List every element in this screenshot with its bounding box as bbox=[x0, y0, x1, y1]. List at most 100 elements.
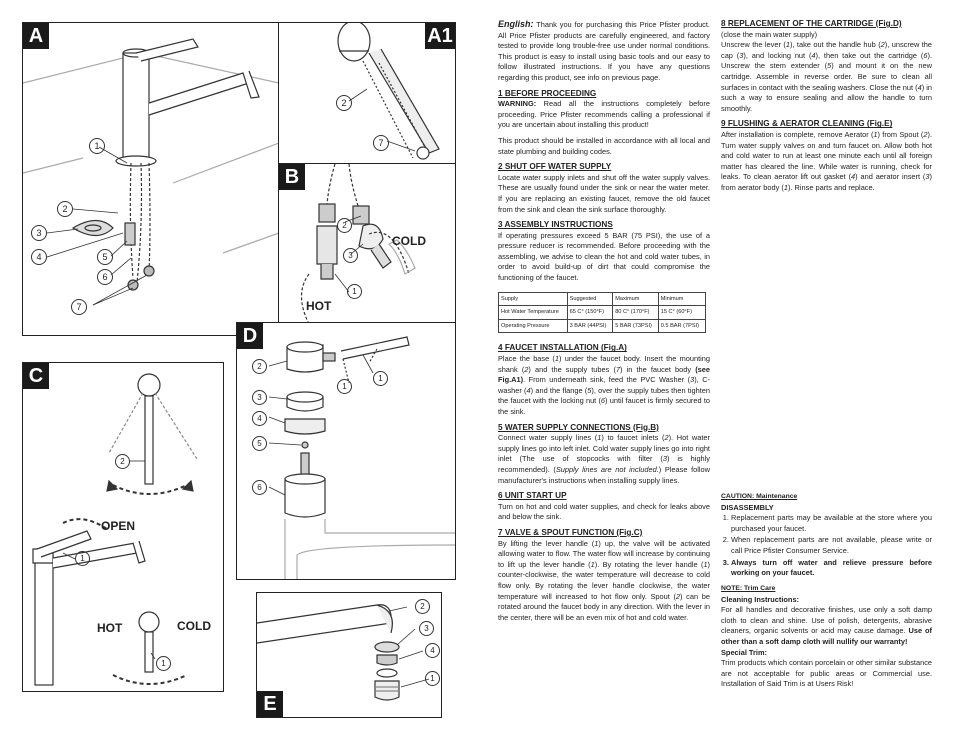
ref-number: 1 bbox=[703, 559, 708, 569]
callout-label: 2 bbox=[257, 362, 262, 371]
ref-number: 4 bbox=[526, 385, 531, 395]
ref-number: 2 bbox=[923, 129, 928, 139]
callout-label: 1 bbox=[378, 374, 383, 383]
hot-label: HOT bbox=[306, 299, 332, 313]
callout-label: 6 bbox=[102, 272, 108, 282]
spec-table: Supply Suggested Maximum Minimum Hot Wat… bbox=[498, 291, 707, 334]
ref-number: 7 bbox=[615, 364, 621, 374]
callout-label: 6 bbox=[257, 483, 262, 492]
figure-e-panel: E 2 3 4 1 bbox=[256, 592, 442, 718]
callout-d-3: 3 bbox=[252, 390, 267, 405]
cleaning-text: For all handles and decorative finishes,… bbox=[721, 605, 932, 647]
table-cell: 65 C° (150°F) bbox=[566, 305, 614, 320]
text-run: ) is highly recommended). ( bbox=[498, 454, 710, 474]
callout-label: 4 bbox=[430, 646, 435, 655]
callout-label: 2 bbox=[120, 457, 125, 466]
cold-label: COLD bbox=[177, 619, 211, 633]
ref-number: 3 bbox=[690, 375, 695, 385]
table-cell: Operating Pressure bbox=[498, 318, 568, 334]
callout-label: 4 bbox=[257, 414, 262, 423]
callout-d-6: 6 bbox=[252, 480, 267, 495]
callout-d-1b: 1 bbox=[373, 371, 388, 386]
section-9-text: After installation is complete, remove A… bbox=[721, 130, 932, 194]
callout-a-5: 5 bbox=[97, 249, 113, 265]
text-run: ) up, the valve will be activated allowi… bbox=[498, 538, 710, 569]
callout-label: 5 bbox=[102, 252, 108, 262]
callout-d-1a: 1 bbox=[337, 379, 352, 394]
ref-number: 4 bbox=[851, 172, 856, 182]
ref-number: 1 bbox=[590, 559, 595, 569]
callout-b-3: 3 bbox=[343, 248, 358, 263]
callout-label: 1 bbox=[352, 287, 357, 296]
table-header-row: Supply Suggested Maximum Minimum bbox=[498, 291, 707, 307]
figure-a1-label: A1 bbox=[425, 23, 455, 49]
text-run: ) can be rotated around the faucet body … bbox=[498, 591, 710, 622]
list-item: Always turn off water and relieve pressu… bbox=[731, 558, 932, 579]
figure-e-drawing bbox=[257, 604, 430, 701]
callout-e-4: 4 bbox=[425, 643, 440, 658]
figure-a1-panel: A1 2 7 bbox=[278, 22, 456, 166]
bold-run: Use of other than a soft damp cloth will… bbox=[721, 626, 932, 646]
ref-number: 2 bbox=[675, 591, 681, 601]
section-6-title: 6 UNIT START UP bbox=[498, 491, 567, 501]
callout-a-7: 7 bbox=[71, 299, 87, 315]
callout-d-4: 4 bbox=[252, 411, 267, 426]
callout-label: 3 bbox=[257, 393, 262, 402]
callout-d-2: 2 bbox=[252, 359, 267, 374]
callout-label: 2 bbox=[62, 204, 68, 214]
figure-c-drawing bbox=[32, 373, 198, 686]
intro-lead: English: bbox=[498, 19, 534, 29]
callout-label: 2 bbox=[342, 221, 347, 230]
section-2-text: Locate water supply inlets and shut off … bbox=[498, 172, 710, 214]
callout-c-2: 2 bbox=[115, 454, 130, 469]
callout-a1-2: 2 bbox=[336, 95, 352, 111]
figure-b-label: B bbox=[279, 164, 305, 190]
figure-e-label: E bbox=[257, 691, 283, 717]
callout-b-1: 1 bbox=[347, 284, 362, 299]
text-run: ) in such a way to ensure sealing and al… bbox=[721, 82, 932, 113]
table-row: Hot Water Temperature 65 C° (150°F) 80 C… bbox=[498, 305, 707, 320]
section-3-text: If operating pressures exceed 5 BAR (75 … bbox=[498, 230, 710, 283]
callout-label: 3 bbox=[36, 228, 42, 238]
table-header-cell: Minimum bbox=[657, 291, 707, 307]
callout-label: 7 bbox=[76, 302, 82, 312]
section-1-text: This product should be installed in acco… bbox=[498, 135, 710, 156]
bold-run: (see Fig.A1) bbox=[498, 364, 710, 385]
list-item: Replacement parts may be available at th… bbox=[731, 513, 932, 534]
table-cell: 15 C° (60°F) bbox=[657, 305, 707, 320]
callout-label: 2 bbox=[341, 98, 347, 108]
ref-number: 2 bbox=[664, 433, 669, 443]
text-run: For all handles and decorative finishes,… bbox=[721, 605, 932, 636]
ref-number: 1 bbox=[785, 40, 790, 50]
text-run: ) from Spout ( bbox=[877, 129, 924, 139]
ref-number: 6 bbox=[600, 396, 606, 406]
callout-e-2: 2 bbox=[415, 599, 430, 614]
section-7-title: 7 VALVE & SPOUT FUNCTION (Fig.C) bbox=[498, 527, 643, 537]
callout-label: 1 bbox=[161, 659, 166, 668]
figure-a1-drawing bbox=[337, 23, 440, 160]
text-run: ) and mount it on the new cartridge. Ass… bbox=[721, 61, 932, 92]
table-cell: 3 BAR (44PSI) bbox=[566, 318, 614, 334]
section-5-text: Connect water supply lines (1) to faucet… bbox=[498, 433, 710, 486]
figure-b-panel: B 2 3 1 COLD HOT bbox=[278, 163, 456, 335]
table-cell: 80 C° (170°F) bbox=[612, 305, 659, 320]
ref-number: 2 bbox=[524, 364, 529, 374]
table-header-cell: Supply bbox=[498, 291, 568, 307]
figure-c-panel: C 2 1 1 OPEN HOT COLD bbox=[22, 362, 224, 692]
text-run: ) and the supply tubes ( bbox=[528, 364, 616, 374]
text-run: ). Hot water supply lines go into left i… bbox=[498, 433, 710, 464]
callout-label: 4 bbox=[36, 252, 42, 262]
figure-b-drawing bbox=[300, 164, 416, 325]
ref-number: 4 bbox=[917, 82, 922, 92]
text-run: ), and locking nut ( bbox=[743, 50, 812, 60]
section-9-title: 9 FLUSHING & AERATOR CLEANING (Fig.E) bbox=[721, 119, 893, 129]
text-run: . From underneath sink, feed the PVC Was… bbox=[523, 375, 691, 385]
special-trim-subtitle: Special Trim: bbox=[721, 647, 768, 657]
text-run: ), unscrew the cap ( bbox=[721, 40, 932, 60]
section-1-warning: WARNING: Read all the instructions compl… bbox=[498, 99, 710, 131]
ref-number: 5 bbox=[827, 61, 832, 71]
intro-paragraph: English: Thank you for purchasing this P… bbox=[498, 19, 710, 84]
callout-a1-7: 7 bbox=[373, 135, 389, 151]
ref-number: 4 bbox=[811, 50, 816, 60]
ref-number: 1 bbox=[873, 129, 878, 139]
